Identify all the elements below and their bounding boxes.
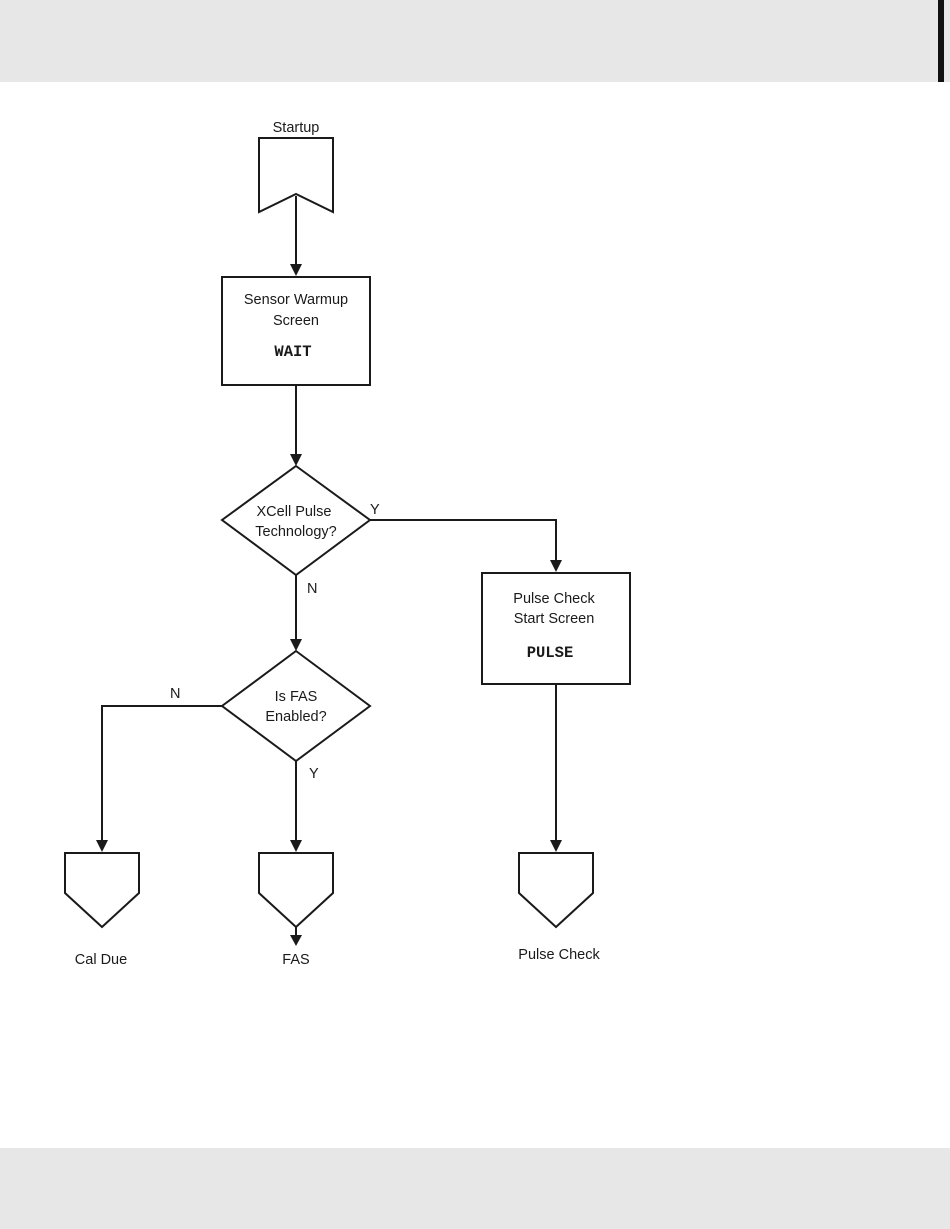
arrow-fas-no — [96, 840, 108, 852]
pulse-check-start-code: PULSE — [527, 644, 574, 662]
sensor-warmup-line1: Sensor Warmup — [244, 292, 348, 308]
pulse-check-label: Pulse Check — [518, 947, 600, 963]
pulse-check-start-line2: Start Screen — [514, 611, 595, 627]
pulse-check-start-box — [482, 573, 630, 684]
xcell-no-label: N — [307, 581, 317, 597]
xcell-decision-line2: Technology? — [255, 524, 336, 540]
arrow-pulse-start-pulse-check — [550, 840, 562, 852]
arrow-startup-warmup — [290, 264, 302, 276]
arrow-fas-yes — [290, 840, 302, 852]
fas-connector — [259, 853, 333, 927]
cal-due-connector — [65, 853, 139, 927]
xcell-decision-diamond — [222, 466, 370, 575]
sensor-warmup-code: WAIT — [274, 343, 311, 361]
fas-decision-diamond — [222, 651, 370, 761]
fas-yes-label: Y — [309, 766, 319, 782]
sensor-warmup-line2: Screen — [273, 313, 319, 329]
fas-decision-line2: Enabled? — [265, 709, 326, 725]
startup-label: Startup — [273, 120, 320, 136]
arrow-xcell-yes — [550, 560, 562, 572]
pulse-check-start-line1: Pulse Check — [513, 591, 595, 607]
arrow-warmup-xcell — [290, 454, 302, 466]
fas-no-label: N — [170, 686, 180, 702]
cal-due-label: Cal Due — [75, 952, 127, 968]
arrow-fas-exit — [290, 935, 302, 946]
pulse-check-connector — [519, 853, 593, 927]
fas-label: FAS — [282, 952, 309, 968]
xcell-yes-label: Y — [370, 502, 380, 518]
xcell-decision-line1: XCell Pulse — [257, 504, 332, 520]
edge-fas-no — [102, 706, 222, 842]
edge-xcell-yes — [370, 520, 556, 562]
arrow-xcell-no — [290, 639, 302, 651]
fas-decision-line1: Is FAS — [275, 689, 318, 705]
